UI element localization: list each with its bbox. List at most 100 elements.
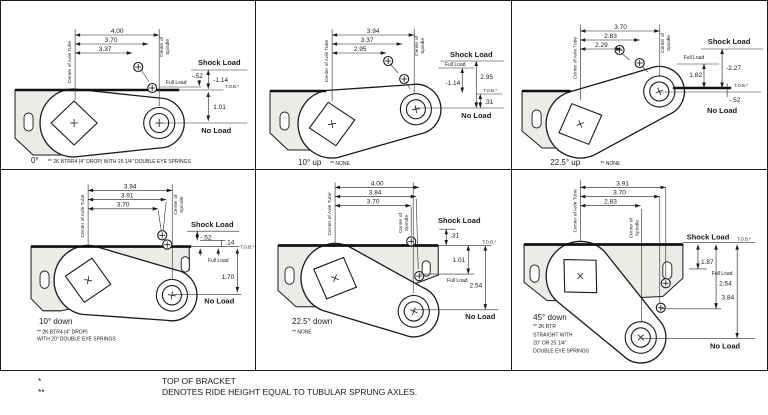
caption-note: ** 2K BTR bbox=[533, 324, 556, 330]
load-annotations: Shock Load .31 T.O.B.* 1.01 Full Load 2.… bbox=[413, 216, 499, 321]
value-label: 2.54 bbox=[470, 282, 483, 289]
spindle-label-line1: Center of bbox=[173, 194, 179, 215]
spindle-label-line1: Center of bbox=[399, 212, 405, 233]
load-annotations: Shock Load T.O.B.* 1.87 Full Load 2.54 3… bbox=[641, 232, 755, 351]
shock-load-bolt-icon bbox=[614, 44, 625, 56]
dim-label: 2.29 bbox=[595, 42, 608, 49]
value-label: -1.14 bbox=[446, 80, 461, 87]
footnote-marker: ** bbox=[38, 387, 45, 397]
footnote-row: * TOP OF BRACKET bbox=[0, 376, 768, 387]
dim-label: 3.37 bbox=[99, 46, 112, 53]
value-label: -.52 bbox=[200, 234, 212, 241]
load-annotations: Shock Load -.52 Full Load -1.14 T.O.B.* … bbox=[159, 58, 248, 135]
caption-note: 20" OR 25 1/4" bbox=[533, 340, 567, 346]
value-label: -.52 bbox=[192, 73, 204, 80]
tob-label: T.O.B.* bbox=[737, 236, 751, 241]
spindle-label-line2: Spindle bbox=[634, 220, 640, 237]
caption-note: ** 2K BTR4 (4" DROP) bbox=[37, 329, 88, 335]
tob-label: T.O.B.* bbox=[734, 83, 748, 88]
value-label: -2.27 bbox=[726, 65, 741, 72]
full-load-label: Full Load bbox=[683, 55, 704, 61]
caption-note: ** NONE bbox=[292, 329, 312, 335]
panel-grid: Center of Axle Tube Center of Spindle 4.… bbox=[0, 0, 768, 371]
dim-label: 3.37 bbox=[361, 37, 374, 44]
caption-angle: 22.5° down bbox=[292, 317, 332, 326]
dim-label: 3.70 bbox=[614, 24, 627, 31]
spindle-label-line1: Center of bbox=[659, 32, 665, 52]
tob-label: T.O.B.* bbox=[240, 245, 254, 250]
panel-22-5-up: Center of Axle Tube Center of Spindle 3.… bbox=[511, 1, 767, 170]
torsion-arm bbox=[534, 49, 696, 169]
full-load-bolt-icon bbox=[414, 270, 425, 282]
dim-label: 3.91 bbox=[121, 193, 134, 200]
value-label: .31 bbox=[485, 99, 494, 106]
dim-label: 3.94 bbox=[124, 183, 137, 190]
full-load-label: Full Load bbox=[166, 80, 187, 86]
horizontal-dimensions: 3.70 2.83 2.29 bbox=[580, 24, 660, 51]
caption-note: WITH 20" DOUBLE EYE SPRINGS bbox=[37, 336, 116, 342]
no-load-label: No Load bbox=[201, 126, 231, 135]
horizontal-dimensions: 3.91 3.70 2.83 bbox=[580, 180, 666, 208]
value-label: 1.70 bbox=[222, 274, 235, 281]
footnote-text: DENOTES RIDE HEIGHT EQUAL TO TUBULAR SPR… bbox=[162, 387, 418, 397]
shock-load-label: Shock Load bbox=[191, 220, 234, 229]
full-load-label: Full Load bbox=[711, 271, 732, 277]
axle-tube-label: Center of Axle Tube bbox=[67, 41, 73, 83]
no-load-label: No Load bbox=[204, 297, 234, 306]
caption-angle: 10° down bbox=[39, 317, 72, 326]
drawing-10-up: Center of Axle Tube Center of Spindle 3.… bbox=[269, 28, 505, 167]
drawing-10-down: Center of Axle Tube Center of Spindle 3.… bbox=[30, 183, 254, 342]
shock-load-label: Shock Load bbox=[686, 232, 729, 241]
panel-10-up: Center of Axle Tube Center of Spindle 3.… bbox=[256, 1, 512, 170]
shock-load-label: Shock Load bbox=[438, 216, 481, 225]
no-load-label: No Load bbox=[466, 312, 496, 321]
caption: 0° ** 2K BTRR4 (4" DROP) WITH 25 1/4" DO… bbox=[31, 156, 192, 165]
dim-label: 4.00 bbox=[111, 28, 124, 35]
tob-label: T.O.B.* bbox=[225, 84, 239, 89]
panel-10-down: Center of Axle Tube Center of Spindle 3.… bbox=[1, 170, 257, 370]
load-annotations: Shock Load Full Load 2.95 -1.14 T.O.B.* … bbox=[414, 50, 505, 120]
caption: 45° down ** 2K BTR STRAIGHT WITH 20" OR … bbox=[533, 313, 590, 355]
shock-load-label: Shock Load bbox=[198, 58, 241, 67]
full-load-bolt-icon bbox=[655, 302, 666, 313]
dim-label: 3.70 bbox=[117, 202, 130, 209]
dim-label: 3.91 bbox=[616, 180, 629, 187]
spindle-label-line2: Spindle bbox=[165, 39, 171, 55]
caption-angle: 0° bbox=[31, 156, 39, 165]
value-label: 1.82 bbox=[689, 72, 702, 79]
value-label: .14 bbox=[225, 239, 234, 246]
dim-label: 3.70 bbox=[613, 189, 626, 196]
caption-angle: 10° up bbox=[298, 158, 322, 167]
shock-load-label: Shock Load bbox=[450, 50, 493, 59]
full-load-label: Full Load bbox=[208, 258, 229, 264]
centerlines bbox=[335, 182, 419, 294]
axle-tube-label: Center of Axle Tube bbox=[324, 40, 330, 82]
dim-label: 3.84 bbox=[369, 189, 382, 196]
load-annotations: Shock Load -.52 .14 T.O.B.* Full Load 1.… bbox=[173, 220, 254, 306]
full-load-bolt-icon bbox=[634, 57, 645, 69]
caption-note: ** NONE bbox=[330, 161, 350, 167]
spindle-label-line1: Center of bbox=[159, 36, 165, 56]
value-label: 2.95 bbox=[481, 74, 494, 81]
centerlines bbox=[579, 25, 660, 100]
axle-tube-label: Center of Axle Tube bbox=[327, 192, 333, 235]
centerlines bbox=[74, 29, 160, 106]
drawing-22-5-down: Center of Axle Tube Center of Spindle 4.… bbox=[277, 180, 499, 354]
caption-note: DOUBLE EYE SPRINGS bbox=[533, 349, 590, 355]
no-load-label: No Load bbox=[462, 111, 492, 120]
caption: 10° down ** 2K BTR4 (4" DROP) WITH 20" D… bbox=[37, 317, 116, 342]
shock-load-bolt-icon bbox=[383, 55, 394, 67]
torsion-arm bbox=[292, 70, 448, 165]
no-load-label: No Load bbox=[710, 342, 740, 351]
full-load-bolt-icon bbox=[399, 73, 410, 85]
full-load-bolt-icon bbox=[147, 82, 158, 94]
axle-tube-label: Center of Axle Tube bbox=[572, 189, 578, 232]
value-label: -1.14 bbox=[213, 77, 228, 84]
panel-45-down: Center of Axle Tube Center of Spindle 3.… bbox=[512, 170, 767, 370]
drawing-22-5-up: Center of Axle Tube Center of Spindle 3.… bbox=[521, 24, 763, 169]
horizontal-dimensions: 4.00 3.84 3.70 bbox=[335, 180, 420, 208]
spindle-label-line1: Center of bbox=[628, 217, 634, 238]
spindle-label-line1: Center of bbox=[415, 35, 421, 55]
shock-load-bolt-icon bbox=[406, 236, 417, 247]
